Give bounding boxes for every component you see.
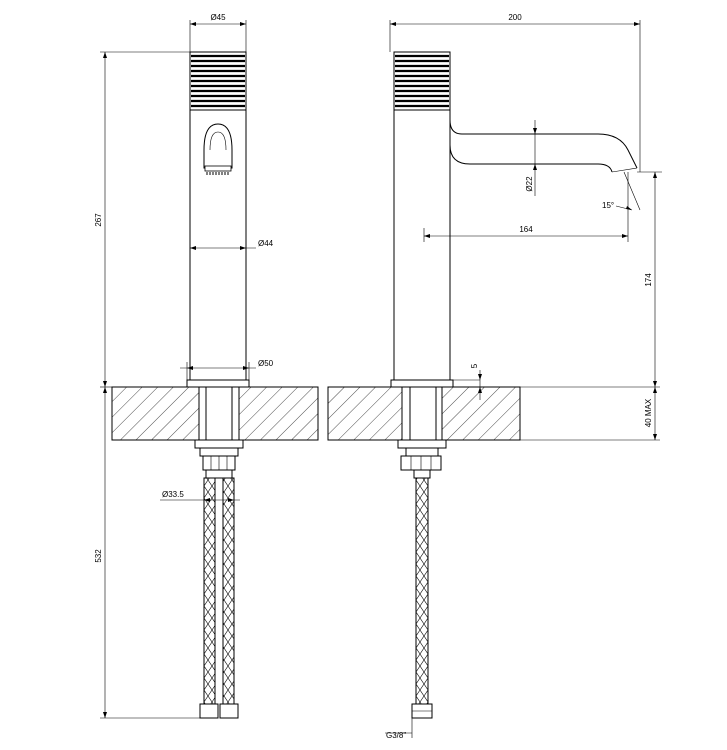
hose-side	[411, 477, 433, 719]
hose-left-front	[199, 477, 219, 719]
faucet-side-view	[390, 51, 638, 719]
side-spout-angle-label: 15°	[602, 201, 614, 210]
front-hose-diameter-label: Ø33.5	[162, 490, 184, 499]
dimension-labels: Ø45 267 Ø44 Ø50 Ø33.5 532 200 Ø22 15° 16…	[94, 13, 653, 740]
side-counter-thickness-label: 40 MAX	[644, 398, 653, 427]
spout-outline	[449, 119, 638, 173]
front-lower-length-label: 532	[94, 549, 103, 563]
knurl-pattern-front	[191, 54, 245, 108]
faucet-front-view	[186, 51, 250, 719]
knurl-pattern-side	[395, 54, 449, 108]
side-connection-thread-label: G3/8"	[386, 731, 406, 740]
side-spout-tube-diameter-label: Ø22	[525, 176, 534, 192]
side-base-ring-label: 5	[470, 363, 479, 368]
side-spout-reach-label: 164	[519, 225, 533, 234]
side-overall-width-label: 200	[508, 13, 522, 22]
hose-right-front	[219, 477, 239, 719]
front-base-diameter-label: Ø50	[258, 359, 274, 368]
dimension-arrows-front	[103, 22, 249, 718]
front-body-diameter-label: Ø45	[210, 13, 226, 22]
countertop-side	[327, 386, 660, 441]
front-upper-height-label: 267	[94, 213, 103, 227]
front-spout-diameter-label: Ø44	[258, 239, 274, 248]
dimension-arrows-side	[390, 22, 657, 440]
side-spout-height-label: 174	[644, 273, 653, 287]
